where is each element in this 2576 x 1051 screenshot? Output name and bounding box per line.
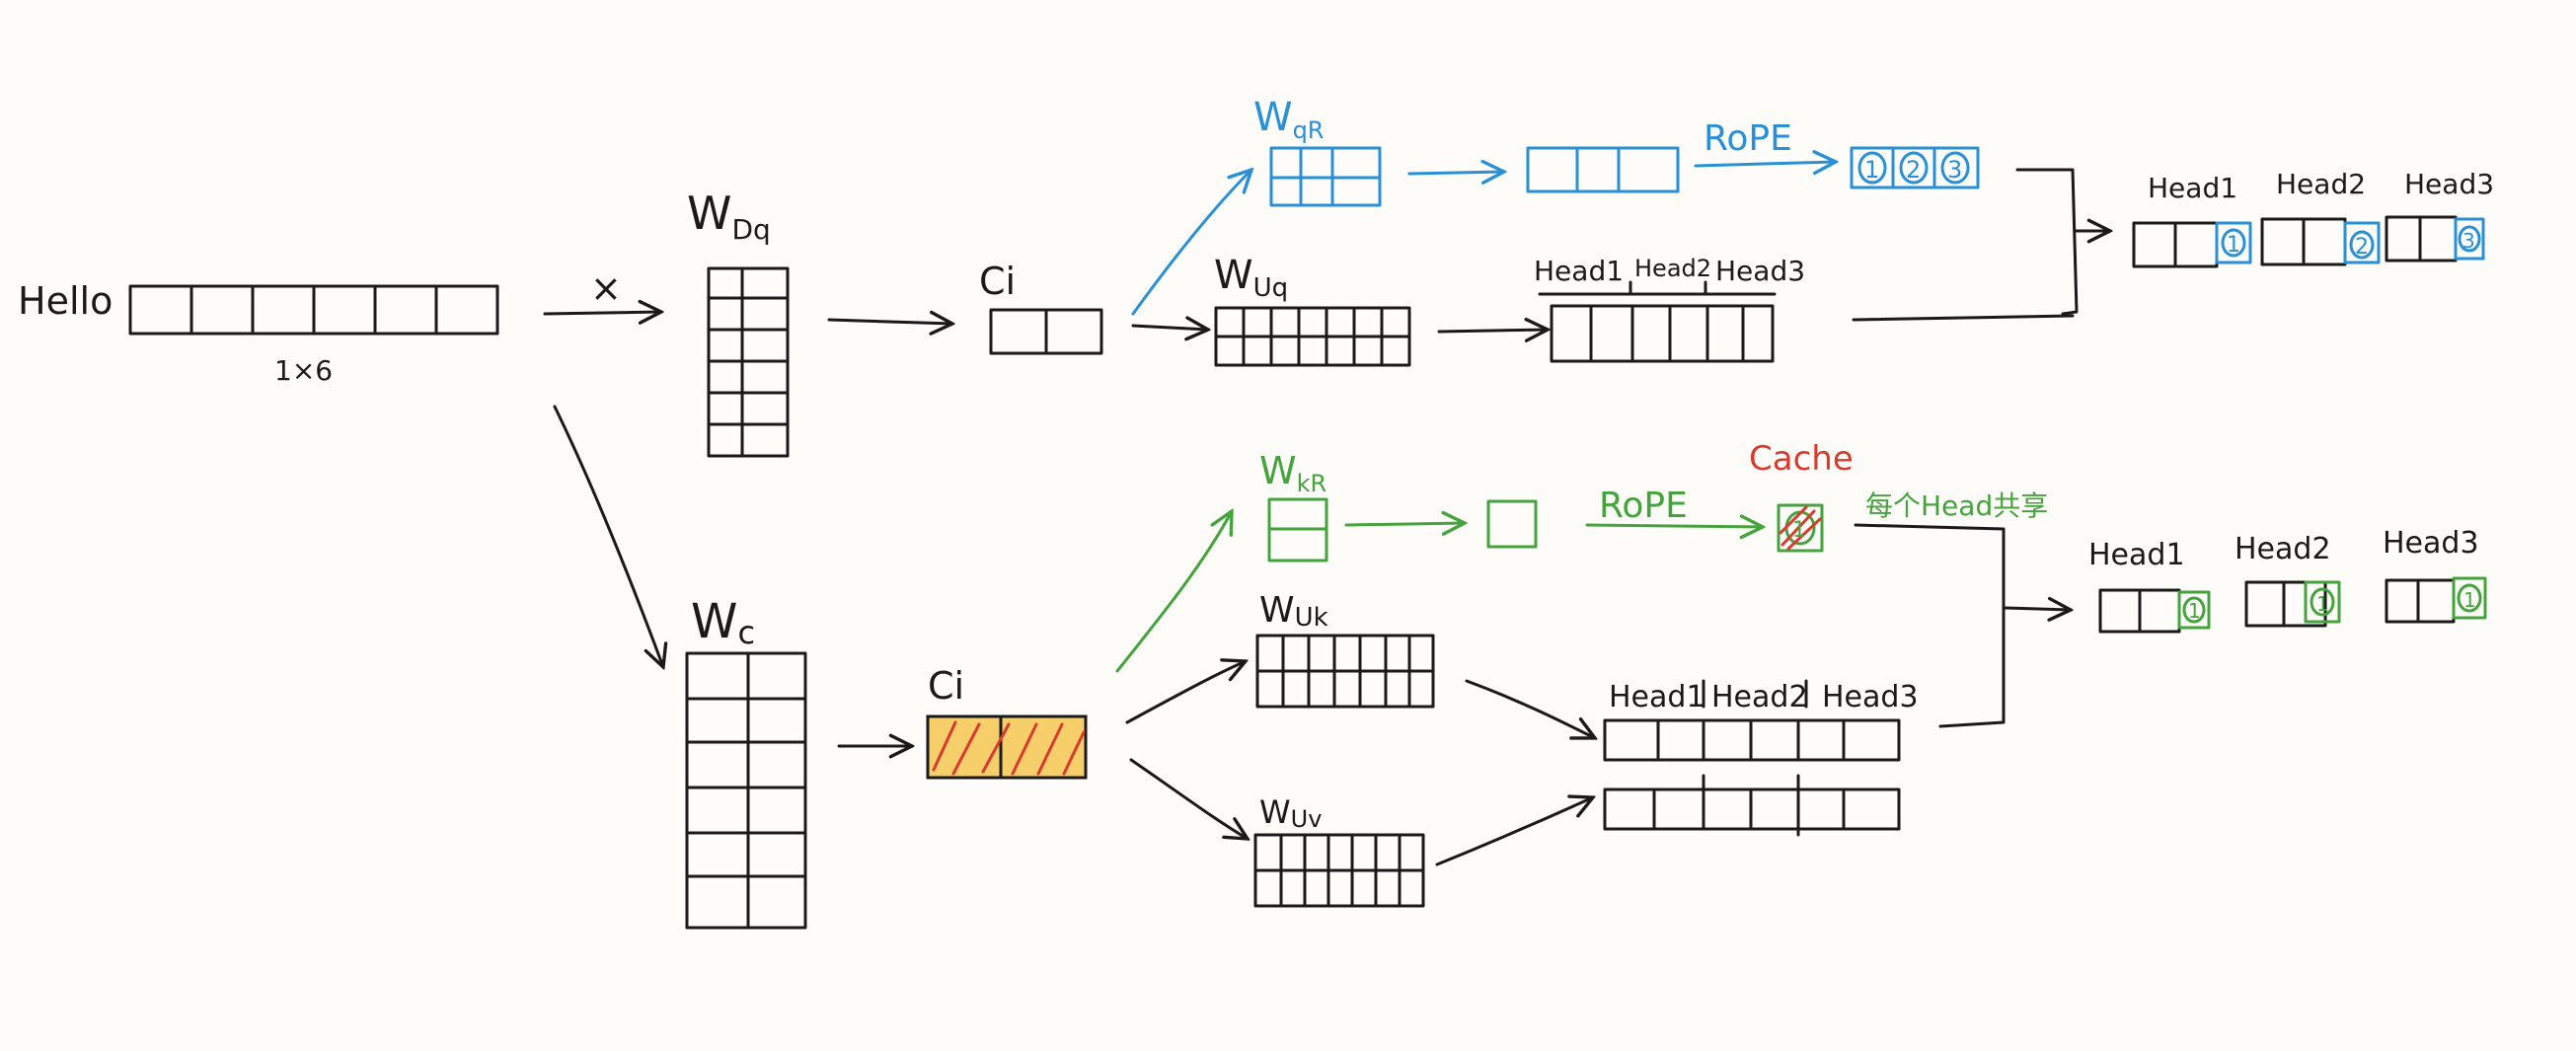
out-k-mark-2: 1 bbox=[2316, 592, 2329, 616]
wc-matrix bbox=[685, 651, 807, 930]
out-q-mark-2: 2 bbox=[2355, 235, 2369, 260]
top-merge-bracket bbox=[2015, 168, 2079, 316]
arrow-input-to-wdq bbox=[543, 312, 661, 314]
k-content-vector bbox=[1603, 718, 1901, 762]
k-head1-label: Head1 bbox=[1609, 680, 1705, 714]
wuk-matrix bbox=[1255, 634, 1435, 709]
out-k-head3 bbox=[2385, 576, 2487, 624]
wqr-label: WqR bbox=[1253, 95, 1324, 144]
out-k-head2-label: Head2 bbox=[2235, 532, 2331, 566]
out-q-head2-label: Head2 bbox=[2276, 168, 2366, 200]
arrow-wqr-to-qrope bbox=[1407, 172, 1504, 174]
q-rope-mark-3: 3 bbox=[1947, 156, 1962, 184]
wdq-label: WDq bbox=[687, 187, 771, 246]
input-dims-label: 1×6 bbox=[274, 354, 333, 387]
arrow-wuv-to-vheads bbox=[1435, 797, 1593, 866]
q-rope-mark-2: 2 bbox=[1906, 156, 1921, 184]
wuv-label: WUv bbox=[1259, 793, 1322, 833]
wqr-matrix bbox=[1269, 146, 1382, 207]
arrow-ci-to-wuq bbox=[1131, 326, 1208, 330]
wuq-matrix bbox=[1214, 306, 1411, 367]
out-k-mark-3: 1 bbox=[2463, 588, 2476, 612]
out-q-head1-label: Head1 bbox=[2148, 172, 2237, 204]
out-k-head2 bbox=[2244, 580, 2341, 628]
out-q-mark-1: 1 bbox=[2227, 233, 2240, 258]
bottom-merge-bracket bbox=[1854, 523, 2006, 728]
k-rope-cached bbox=[1777, 503, 1824, 553]
arrow-wuq-to-qheads bbox=[1437, 330, 1548, 332]
wc-label: Wc bbox=[691, 594, 755, 651]
arrow-input-to-wc bbox=[553, 405, 663, 667]
shared-note: 每个Head共享 bbox=[1865, 489, 2048, 522]
q-content-vector bbox=[1550, 304, 1775, 363]
arrow-bottom-merge bbox=[2002, 608, 2071, 610]
ci-kv-latent-vector bbox=[926, 714, 1088, 780]
out-k-head1-label: Head1 bbox=[2088, 538, 2185, 572]
q-rope-mark-1: 1 bbox=[1864, 156, 1879, 184]
arrow-wkr-to-krope bbox=[1344, 523, 1465, 525]
arrow-ci-to-wuv bbox=[1129, 758, 1248, 839]
k-head2-label: Head2 bbox=[1711, 680, 1808, 714]
arrow-rope-key bbox=[1585, 525, 1763, 527]
out-q-head3 bbox=[2385, 215, 2485, 263]
input-token-label: Hello bbox=[18, 279, 113, 323]
q-head2-label: Head2 bbox=[1634, 255, 1711, 282]
arrow-ci-to-wqr bbox=[1131, 170, 1251, 316]
cache-mark: 1 bbox=[1792, 518, 1806, 543]
rope-key-label: RoPE bbox=[1599, 486, 1688, 526]
out-k-head3-label: Head3 bbox=[2383, 526, 2479, 561]
q-rope-vector bbox=[1526, 146, 1680, 193]
out-k-head1 bbox=[2098, 588, 2211, 634]
rope-query-label: RoPE bbox=[1704, 118, 1792, 159]
q-head3-label: Head3 bbox=[1715, 255, 1805, 287]
out-q-head1 bbox=[2132, 221, 2252, 268]
wuk-label: WUk bbox=[1259, 590, 1328, 633]
out-q-head2 bbox=[2260, 217, 2381, 266]
arrow-wdq-to-ci bbox=[827, 320, 952, 324]
q-head1-label: Head1 bbox=[1534, 255, 1624, 287]
ci-kv-label: Ci bbox=[928, 664, 964, 708]
wuq-label: WUq bbox=[1214, 253, 1288, 303]
multiply-sign: × bbox=[590, 266, 622, 310]
arrow-wuk-to-kheads bbox=[1465, 679, 1595, 738]
wkr-label: WkR bbox=[1259, 449, 1326, 497]
wuv-matrix bbox=[1253, 833, 1425, 908]
out-q-mark-3: 3 bbox=[2462, 229, 2475, 253]
k-rope-vector bbox=[1486, 499, 1538, 549]
out-k-mark-1: 1 bbox=[2188, 599, 2201, 623]
input-vector bbox=[128, 284, 499, 336]
v-content-vector bbox=[1603, 774, 1901, 837]
cache-label: Cache bbox=[1749, 439, 1854, 479]
k-heads-dividers bbox=[1702, 679, 1808, 709]
ci-query-vector bbox=[989, 308, 1103, 355]
out-q-head3-label: Head3 bbox=[2404, 168, 2494, 200]
arrow-ci-to-wkr bbox=[1115, 511, 1232, 673]
q-rope-output bbox=[1850, 146, 1980, 189]
arrow-rope-query bbox=[1694, 162, 1836, 166]
ci-query-label: Ci bbox=[979, 260, 1016, 303]
q-heads-divider bbox=[1538, 280, 1777, 296]
wdq-matrix bbox=[707, 266, 790, 458]
line-qcontent-to-merge bbox=[1852, 314, 2075, 322]
arrow-ci-to-wuk bbox=[1125, 661, 1246, 724]
k-head3-label: Head3 bbox=[1822, 680, 1919, 714]
wkr-matrix bbox=[1267, 497, 1328, 563]
